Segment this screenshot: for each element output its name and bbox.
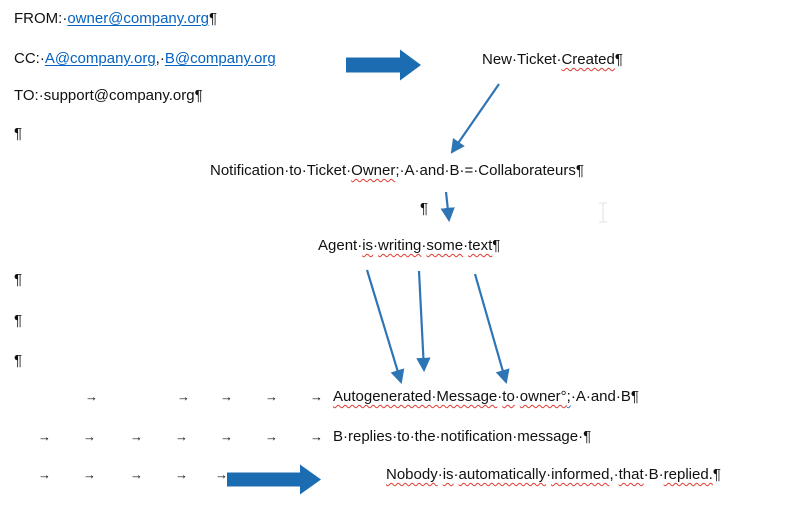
pilcrow-mark: ¶ (14, 271, 23, 288)
empty-paragraph-4: ¶ (14, 312, 22, 330)
pilcrow-mark: ¶ (575, 162, 584, 179)
b-replies-text: B·replies·to·the·notification·message· (333, 428, 584, 445)
notification-text-post: ;·A·and·B·=·Collaborateurs (395, 162, 576, 179)
nobody-flagged-word: informed (551, 466, 610, 483)
tab-arrow: → (38, 467, 51, 482)
pilcrow-mark: ¶ (420, 200, 429, 217)
space-dot: · (514, 388, 520, 405)
space-dot: ·B· (643, 466, 664, 483)
tab-arrow: → (265, 429, 278, 444)
empty-paragraph-2: ¶ (420, 200, 428, 218)
notification-line: Notification·to·Ticket·Owner;·A·and·B·=·… (210, 162, 584, 180)
nobody-flagged-word: Nobody (386, 466, 438, 483)
tab-arrow: → (310, 389, 323, 404)
space-dot: · (437, 466, 443, 483)
agent-line: Agent·is·writing·some·text¶ (318, 237, 500, 255)
nobody-flagged-word: is (442, 466, 454, 483)
autogenerated-line: Autogenerated·Message·to·owner°;·A·and·B… (333, 388, 639, 406)
tab-arrow: → (265, 389, 278, 404)
pilcrow-mark: ¶ (14, 352, 23, 369)
autogen-flagged-phrase: Autogenerated·Message (333, 388, 498, 405)
pilcrow-mark: ¶ (630, 388, 639, 405)
new-ticket-flagged-word: Created (561, 51, 615, 68)
space-dot: · (453, 466, 459, 483)
autogen-grammar-flag: ; (566, 388, 571, 405)
flow-arrow-agent-to-autogen-left[interactable] (365, 269, 405, 385)
space-dot: ,· (609, 466, 619, 483)
tab-arrow: → (83, 467, 96, 482)
autogen-flagged-word: to (502, 388, 515, 405)
flow-arrow-agent-to-autogen-mid[interactable] (416, 270, 431, 373)
tab-arrow: → (220, 389, 233, 404)
pilcrow-mark: ¶ (712, 466, 721, 483)
agent-word: Agent· (318, 237, 363, 254)
agent-flagged-word: some (426, 237, 464, 254)
new-ticket-text: New·Ticket· (482, 51, 562, 68)
tab-row-3: → → → → → (0, 466, 788, 484)
pilcrow-mark: ¶ (14, 312, 23, 329)
cc-separator: ,· (155, 50, 165, 67)
to-text: TO:·support@company.org (14, 87, 195, 104)
tab-arrow: → (85, 389, 98, 404)
space-dot: · (497, 388, 503, 405)
agent-flagged-word: writing (378, 237, 422, 254)
tab-arrow: → (38, 429, 51, 444)
from-label: FROM:· (14, 10, 68, 27)
pilcrow-mark: ¶ (194, 87, 203, 104)
to-line: TO:·support@company.org¶ (14, 87, 203, 105)
agent-flagged-word: text (468, 237, 493, 254)
pilcrow-mark: ¶ (492, 237, 501, 254)
nobody-informed-line: Nobody·is·automatically·informed,·that·B… (386, 466, 721, 484)
nobody-flagged-word: that (618, 466, 644, 483)
cc-line: CC:·A@company.org,·B@company.org (14, 50, 276, 68)
autogen-text-post: ·A·and·B (570, 388, 631, 405)
tab-arrow: → (215, 467, 228, 482)
from-email-link[interactable]: owner@company.org (67, 10, 210, 27)
space-dot: · (421, 237, 427, 254)
nobody-flagged-word: automatically (458, 466, 547, 483)
empty-paragraph-1: ¶ (14, 125, 22, 143)
space-dot: · (373, 237, 379, 254)
pilcrow-mark: ¶ (14, 125, 23, 142)
agent-flagged-word: is (362, 237, 374, 254)
cc-email-link-a[interactable]: A@company.org (44, 50, 156, 67)
pilcrow-mark: ¶ (583, 428, 592, 445)
tab-arrow: → (220, 429, 233, 444)
pilcrow-mark: ¶ (614, 51, 623, 68)
notification-text-pre: Notification·to·Ticket· (210, 162, 352, 179)
from-line: FROM:·owner@company.org¶ (14, 10, 217, 28)
pilcrow-mark: ¶ (209, 10, 218, 27)
new-ticket-line: New·Ticket·Created¶ (482, 51, 623, 69)
autogen-flagged-owner: owner° (519, 388, 567, 405)
empty-paragraph-3: ¶ (14, 271, 22, 289)
flow-arrow-notification-to-agent[interactable] (440, 191, 455, 223)
space-dot: · (546, 466, 552, 483)
cc-label: CC:· (14, 50, 45, 67)
tab-arrow: → (130, 429, 143, 444)
tab-arrow: → (177, 389, 190, 404)
tab-arrow: → (130, 467, 143, 482)
nobody-flagged-word: replied. (663, 466, 713, 483)
flow-arrow-agent-to-autogen-right[interactable] (473, 273, 510, 385)
tab-arrow: → (175, 467, 188, 482)
cc-email-link-b[interactable]: B@company.org (164, 50, 276, 67)
text-cursor-ibeam (599, 202, 607, 223)
notification-flagged-word: Owner (351, 162, 396, 179)
b-replies-line: B·replies·to·the·notification·message·¶ (333, 428, 591, 446)
tab-arrow: → (310, 429, 323, 444)
tab-row-1: → → → → → (0, 388, 788, 406)
tab-arrow: → (83, 429, 96, 444)
big-right-arrow-top[interactable] (346, 49, 421, 81)
flow-arrow-new-ticket-to-notification[interactable] (450, 83, 500, 154)
tab-arrow: → (175, 429, 188, 444)
tab-row-2: → → → → → → → (0, 428, 788, 446)
space-dot: · (463, 237, 469, 254)
empty-paragraph-5: ¶ (14, 352, 22, 370)
